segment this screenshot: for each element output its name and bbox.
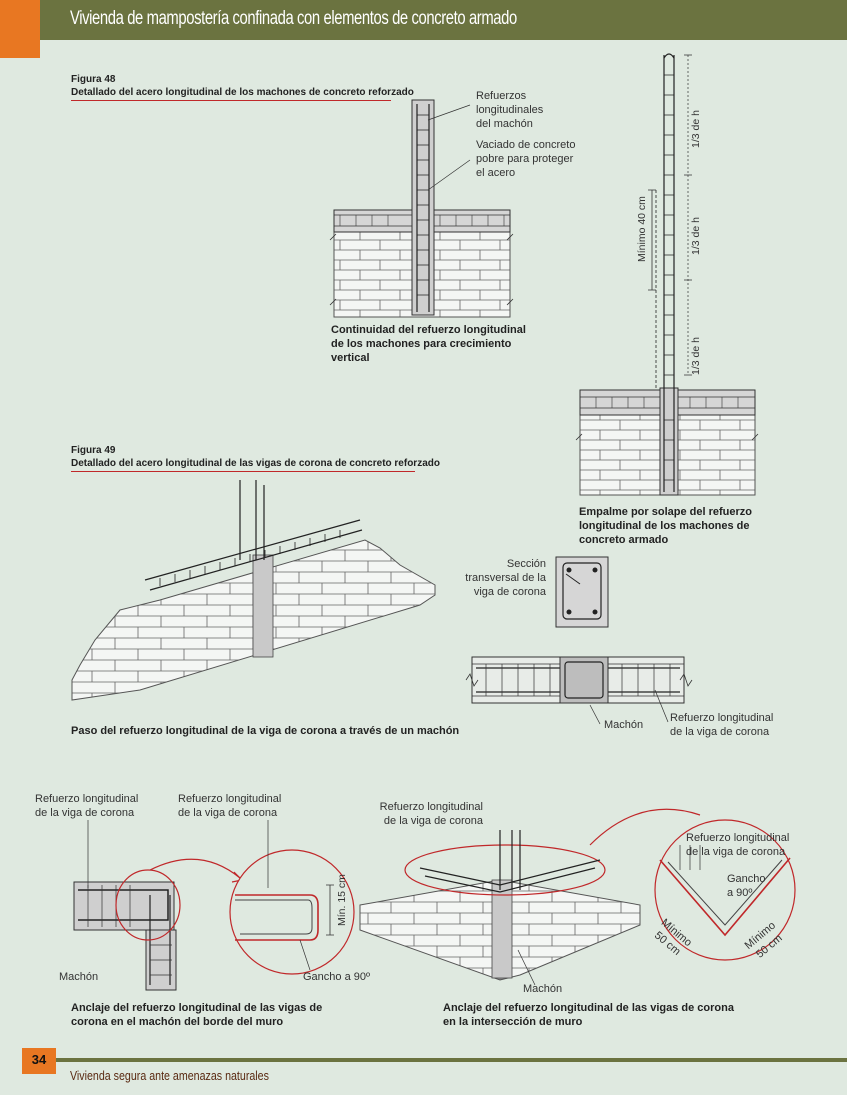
footer-line <box>56 1058 847 1062</box>
anchorage-intersection-drawing <box>359 808 796 986</box>
caption-paso-refuerzo: Paso del refuerzo longitudinal de la vig… <box>71 725 460 737</box>
label-refuerzo-detail: Refuerzo longitudinal de la viga de coro… <box>686 832 790 858</box>
beam-plan-view <box>465 656 693 725</box>
figure-48-underline <box>71 100 391 101</box>
anchorage-edge-drawing <box>73 820 355 991</box>
footer-title: Vivienda segura ante amenazas naturales <box>70 1068 269 1083</box>
page-title: Vivienda de mampostería confinada con el… <box>70 8 517 29</box>
label-refuerzos-machon: Refuerzos longitudinales del machón <box>476 90 544 130</box>
label-refuerzo-mid: Refuerzo longitudinal de la viga de coro… <box>178 793 282 819</box>
fig49-wall-drawing <box>71 480 436 701</box>
dim-tercio-3: 1/3 de h <box>690 337 702 375</box>
figure-48-title: Detallado del acero longitudinal de los … <box>71 87 414 98</box>
caption-anclaje-interseccion: Anclaje del refuerzo longitudinal de las… <box>443 1002 734 1028</box>
header-bar <box>22 0 847 40</box>
figure-48-number: Figura 48 <box>71 74 116 85</box>
page-number-box <box>22 1048 56 1074</box>
label-refuerzo-viga-plan: Refuerzo longitudinal de la viga de coro… <box>670 712 774 738</box>
dim-minimo-40: Mínimo 40 cm <box>636 196 648 262</box>
label-vaciado-concreto: Vaciado de concreto pobre para proteger … <box>476 139 576 179</box>
label-refuerzo-right: Refuerzo longitudinal de la viga de coro… <box>379 801 483 827</box>
page-number: 34 <box>31 1052 47 1067</box>
label-refuerzo-left: Refuerzo longitudinal de la viga de coro… <box>35 793 139 819</box>
label-seccion-transversal: Sección transversal de la viga de corona <box>465 558 546 598</box>
label-gancho-detail: Gancho a 90º <box>727 873 766 899</box>
header-accent <box>0 0 40 58</box>
label-machon-intersection: Machón <box>523 983 563 995</box>
figure-49-number: Figura 49 <box>71 445 116 456</box>
dim-min-15: Mín. 15 cm <box>336 874 348 926</box>
figure-49-title: Detallado del acero longitudinal de las … <box>71 458 440 469</box>
dim-tercio-2: 1/3 de h <box>690 217 702 255</box>
dim-tercio-1: 1/3 de h <box>690 110 702 148</box>
caption-continuidad: Continuidad del refuerzo longitudinal de… <box>331 324 526 364</box>
caption-anclaje-borde: Anclaje del refuerzo longitudinal de las… <box>71 1002 323 1028</box>
fig48-continuity-drawing <box>329 99 514 318</box>
caption-empalme: Empalme por solape del refuerzo longitud… <box>579 506 752 546</box>
section-box <box>555 556 609 628</box>
label-machon-edge: Machón <box>59 971 99 983</box>
label-machon-plan: Machón <box>604 719 644 731</box>
fig48-splice-drawing <box>575 53 759 496</box>
label-gancho-90: Gancho a 90º <box>303 971 371 983</box>
figure-49-underline <box>71 471 415 472</box>
